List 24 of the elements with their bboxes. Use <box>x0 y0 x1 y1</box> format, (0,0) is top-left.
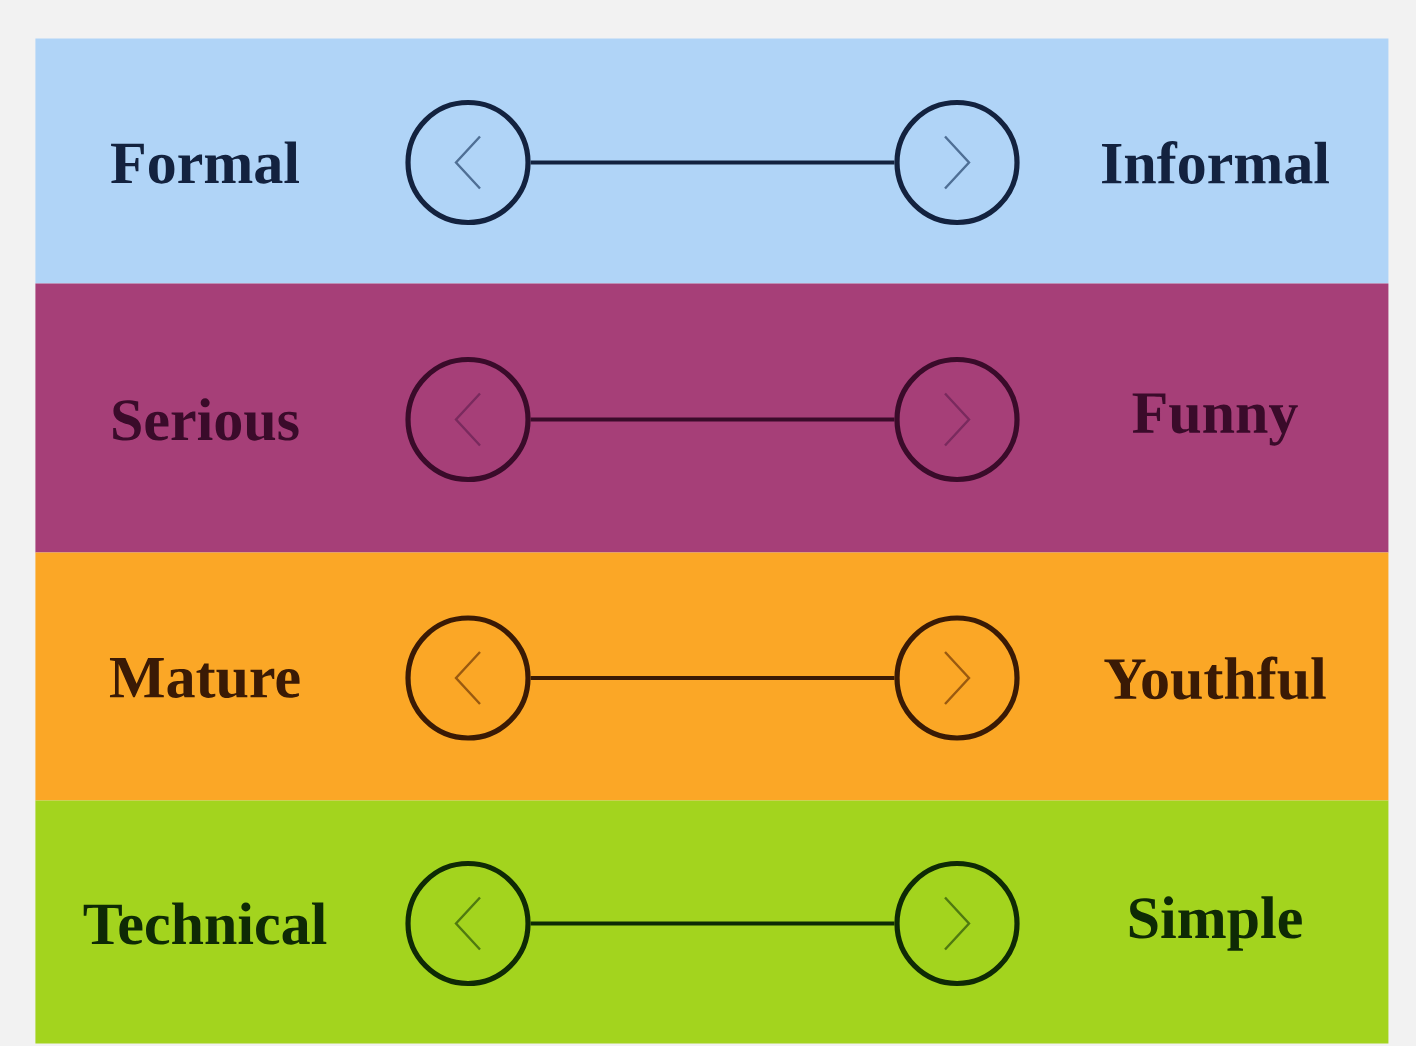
label-text: Informal <box>1102 141 1329 184</box>
chevron-button <box>894 356 1020 483</box>
label-text: Mature <box>109 658 300 698</box>
label-text: Serious <box>113 398 299 441</box>
chevron-button <box>894 99 1020 226</box>
band <box>35 800 1389 1044</box>
connector-line <box>530 676 895 680</box>
connector-line <box>530 921 895 926</box>
chevron-button <box>405 99 531 226</box>
band <box>35 283 1389 553</box>
band <box>35 552 1389 801</box>
chevron-button <box>405 615 531 741</box>
label-text: Simple <box>1129 896 1302 951</box>
label-text: Funny <box>1132 393 1298 446</box>
chevron-button <box>894 615 1020 741</box>
connector-line <box>530 417 895 422</box>
chevron-button <box>405 860 531 987</box>
connector-line <box>530 160 895 165</box>
label-text: Youthful <box>1104 656 1326 700</box>
chevron-button <box>405 356 531 483</box>
chevron-button <box>894 860 1020 987</box>
label-text: Technical <box>83 902 327 945</box>
band <box>35 38 1389 284</box>
label-text: Formal <box>111 141 299 184</box>
